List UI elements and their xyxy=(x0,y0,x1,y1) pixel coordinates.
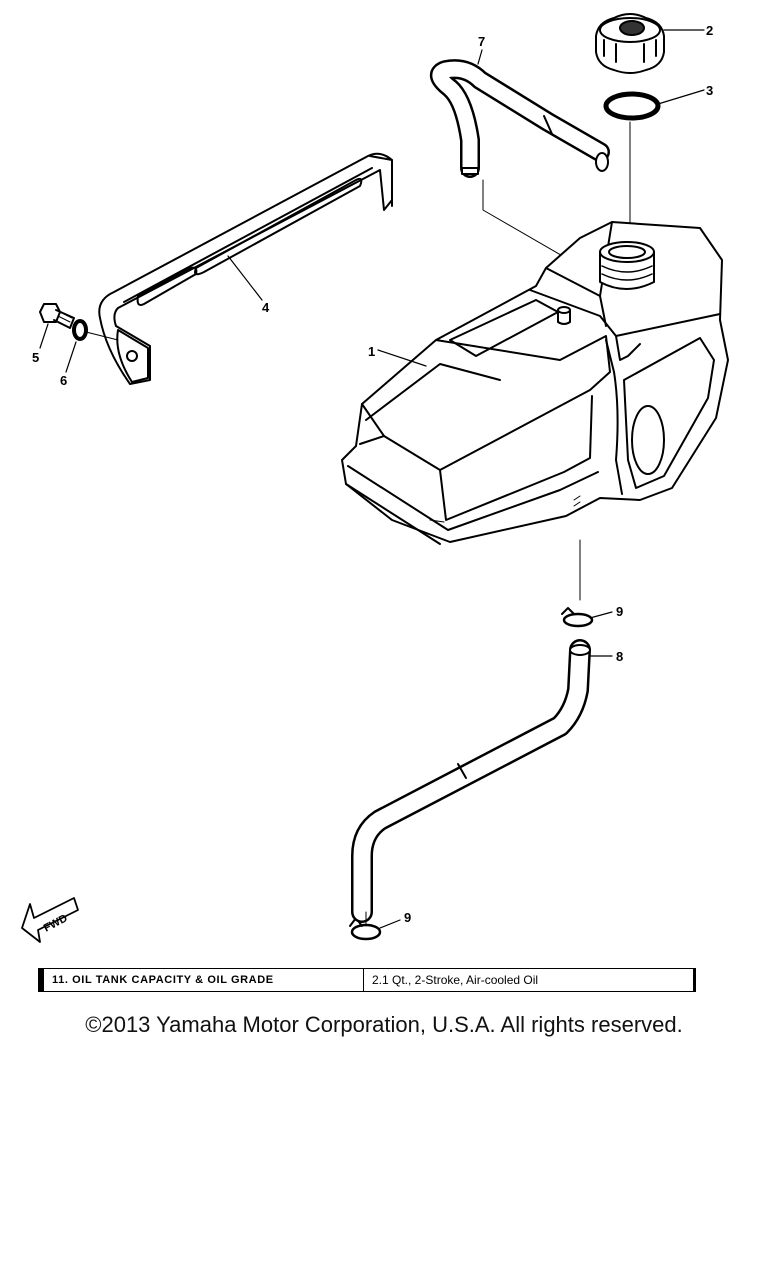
copyright-notice: ©2013 Yamaha Motor Corporation, U.S.A. A… xyxy=(85,1012,683,1037)
callout-8: 8 xyxy=(616,649,623,664)
fwd-arrow-icon xyxy=(21,897,79,943)
breather-hose xyxy=(430,59,610,178)
tank-cap xyxy=(595,13,665,74)
spec-value: 2.1 Qt., 2-Stroke, Air-cooled Oil xyxy=(372,973,539,987)
spec-bar-left-cap xyxy=(38,969,44,991)
oil-delivery-hose xyxy=(351,639,591,923)
callout-2: 2 xyxy=(706,23,713,38)
callout-9-lower: 9 xyxy=(404,910,411,925)
callout-5: 5 xyxy=(32,350,39,365)
tank-bracket xyxy=(98,152,393,385)
cap-gasket xyxy=(603,91,661,121)
bolt xyxy=(39,303,75,329)
callout-6: 6 xyxy=(60,373,67,388)
spec-bar-right-cap xyxy=(693,969,696,991)
oil-tank xyxy=(341,221,729,545)
callout-4: 4 xyxy=(262,300,270,315)
callout-1: 1 xyxy=(368,344,375,359)
spec-table-row: 11. OIL TANK CAPACITY & OIL GRADE 2.1 Qt… xyxy=(38,968,696,992)
washer xyxy=(72,319,119,341)
hose-clamp-upper xyxy=(561,607,594,628)
callout-3: 3 xyxy=(706,83,713,98)
callout-7: 7 xyxy=(478,34,485,49)
spec-label: 11. OIL TANK CAPACITY & OIL GRADE xyxy=(44,969,364,991)
parts-diagram: 2 3 7 4 5 6 1 9 8 9 FWD xyxy=(21,13,729,943)
callout-9-upper: 9 xyxy=(616,604,623,619)
